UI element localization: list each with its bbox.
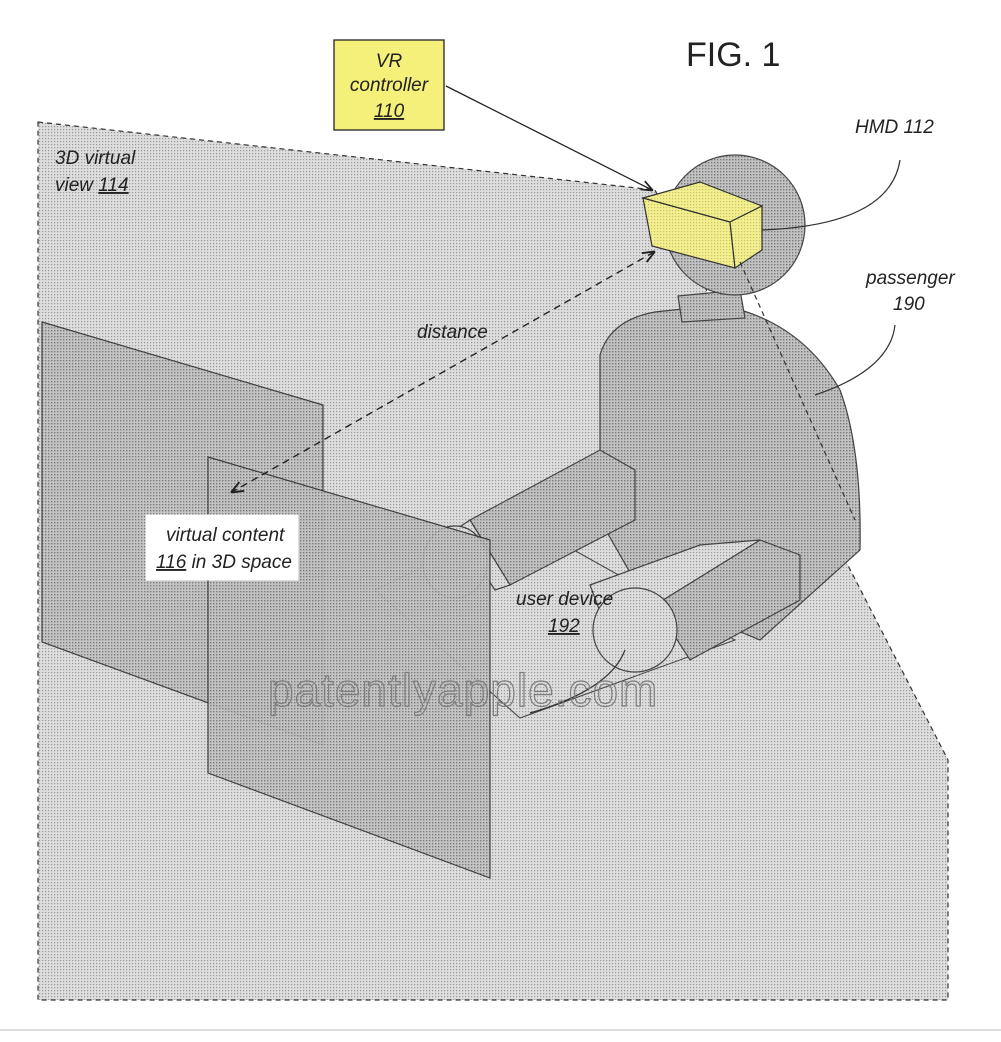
virtual-view-label-line2: view 114 xyxy=(55,175,129,196)
vr-controller-ref: 110 xyxy=(374,101,405,122)
vr-controller-label-line1: VR xyxy=(376,51,403,72)
virtual-content-label-box xyxy=(145,514,299,581)
hmd-headset xyxy=(640,181,764,270)
view-frustum-line xyxy=(739,261,856,521)
virtual-content-ref: 116 xyxy=(156,552,187,573)
user-device-leader-line xyxy=(529,649,626,714)
vr-controller-box xyxy=(333,39,445,131)
virtual-content-label-suffix: in 3D space xyxy=(186,552,292,573)
hmd-label: HMD 112 xyxy=(855,117,934,138)
hmd-leader-line xyxy=(761,159,901,231)
user-device-ref: 192 xyxy=(548,616,580,637)
distance-label: distance xyxy=(417,322,488,343)
virtual-content-label-line1: virtual content xyxy=(166,525,285,546)
figure-title: FIG. 1 xyxy=(686,36,780,74)
distance-arrow xyxy=(232,252,654,492)
passenger-ref: 190 xyxy=(893,294,925,315)
passenger-hand-right xyxy=(592,587,678,673)
passenger-leader-line xyxy=(814,324,896,396)
watermark: patentlyapple.com xyxy=(268,664,658,716)
virtual-view-ref: 114 xyxy=(98,175,128,196)
virtual-content-label-line2: 116 in 3D space xyxy=(156,552,292,573)
vr-controller-label-line2: controller xyxy=(350,75,429,96)
user-device-label: user device xyxy=(516,589,613,610)
virtual-view-label-line1: 3D virtual xyxy=(55,148,136,169)
virtual-view-label-prefix: view xyxy=(55,175,98,196)
controller-arrow xyxy=(445,85,652,190)
hmd-side xyxy=(729,205,763,270)
passenger-label: passenger xyxy=(865,268,955,289)
